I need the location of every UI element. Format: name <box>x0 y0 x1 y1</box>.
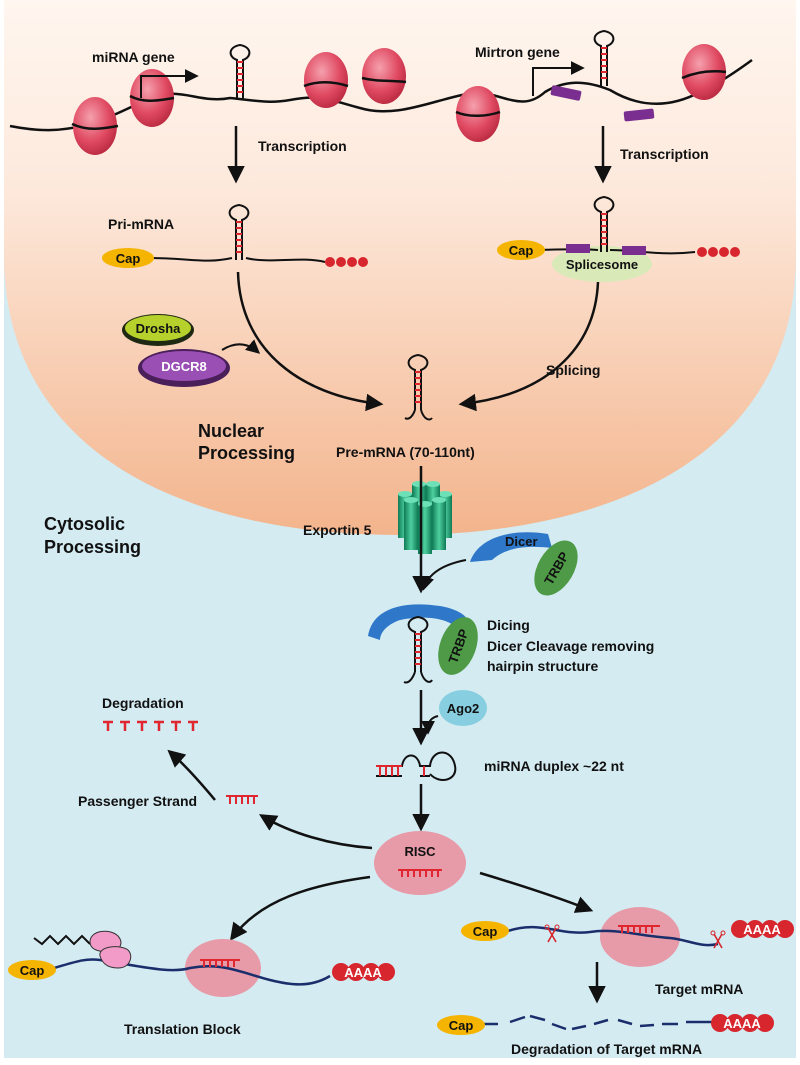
degraded-polya-label: AAAA <box>723 1016 761 1031</box>
dicer-complex <box>368 604 470 640</box>
splicing-label: Splicing <box>546 362 600 378</box>
mirtron-gene-label: Mirtron gene <box>475 44 560 60</box>
risc-label: RISC <box>404 844 436 859</box>
splicesome-label: Splicesome <box>566 257 638 272</box>
cap-label: Cap <box>116 251 141 266</box>
translation-polya-label: AAAA <box>344 965 382 980</box>
pri-mrna-cap: Cap <box>102 248 154 268</box>
target-polya: AAAA <box>731 920 794 938</box>
translation-guide <box>200 959 240 967</box>
target-mrna-label: Target mRNA <box>655 981 743 997</box>
dicing-label-3: hairpin structure <box>487 658 598 674</box>
cleavage-arrow <box>479 871 594 913</box>
nuclear-processing-label-2: Processing <box>198 443 295 463</box>
dgcr8-label: DGCR8 <box>161 359 207 374</box>
risc <box>374 831 466 895</box>
processing-arrow-small <box>221 339 261 354</box>
spliced-exon-left <box>566 244 590 253</box>
mirtron-exon <box>550 85 655 122</box>
translation-cap: Cap <box>8 960 56 980</box>
exportin-5-label: Exportin 5 <box>303 522 372 538</box>
degraded-polya: AAAA <box>711 1014 774 1032</box>
degraded-cap: Cap <box>437 1015 485 1035</box>
transcription-label-right: Transcription <box>620 146 709 162</box>
spliced-exon-right <box>622 246 646 255</box>
pri-mrna-label: Pri-mRNA <box>108 216 174 232</box>
cytosolic-processing-label-2: Processing <box>44 537 141 557</box>
target-polya-label: AAAA <box>743 922 781 937</box>
exportin-5 <box>398 481 452 554</box>
risc-on-target <box>600 907 680 967</box>
dicer <box>470 532 552 562</box>
nucleus-region <box>4 0 796 535</box>
mirtron-polya <box>697 247 740 257</box>
scissors-icon <box>710 930 726 949</box>
tss-arrow-left <box>140 69 199 98</box>
mirna-gene-label: miRNA gene <box>92 49 175 65</box>
drosha-processing-arrow <box>236 271 384 412</box>
drosha: Drosha <box>122 314 194 346</box>
degradation-label: Degradation <box>102 695 184 711</box>
dicer-recruit-arrow <box>420 559 467 591</box>
splicing-arrow <box>458 281 600 412</box>
target-cap: Cap <box>461 921 509 941</box>
svg-text:Cap: Cap <box>509 243 534 258</box>
ago2-label: Ago2 <box>447 701 480 716</box>
transcription-label-left: Transcription <box>258 138 347 154</box>
trbp-complex <box>438 617 478 675</box>
translation-block-arrow <box>229 875 371 941</box>
mirna-duplex <box>376 751 457 781</box>
svg-text:Cap: Cap <box>449 1018 474 1033</box>
svg-text:Cap: Cap <box>473 924 498 939</box>
dna-wrap <box>71 70 727 130</box>
risc-guide-strand <box>398 869 442 877</box>
mirna-duplex-label: miRNA duplex ~22 nt <box>484 758 624 774</box>
pre-mrna-label: Pre-mRNA (70-110nt) <box>336 444 475 460</box>
cytosolic-processing-label-1: Cytosolic <box>44 514 125 534</box>
pri-mrna-strand <box>147 257 326 263</box>
passenger-release-arrow <box>259 814 373 850</box>
degradation-target-label: Degradation of Target mRNA <box>511 1041 702 1057</box>
ribosome <box>89 930 132 969</box>
degraded-fragments <box>103 720 198 731</box>
scissors-icon <box>544 924 560 943</box>
nucleosome <box>73 44 726 155</box>
passenger-strand <box>226 795 258 804</box>
passenger-strand-label: Passenger Strand <box>78 793 197 809</box>
dicer-label: Dicer <box>505 534 538 549</box>
translation-block-label: Translation Block <box>124 1021 241 1037</box>
pri-mrna-polya <box>325 257 368 267</box>
nascent-peptide <box>33 934 91 946</box>
dicing-tails <box>403 671 433 684</box>
trbp <box>534 540 578 596</box>
pre-mrna-tails <box>404 409 433 421</box>
target-guide <box>618 925 660 933</box>
dicing-label-2: Dicer Cleavage removing <box>487 638 654 654</box>
translation-mrna <box>53 958 331 986</box>
dgcr8: DGCR8 <box>138 349 230 387</box>
nuclear-processing-label-1: Nuclear <box>198 421 264 441</box>
dicing-label-1: Dicing <box>487 617 530 633</box>
tss-arrow-right <box>532 61 585 96</box>
degraded-target-mrna <box>475 1014 714 1031</box>
ago2 <box>439 690 487 726</box>
translation-polya: AAAA <box>332 963 395 981</box>
svg-text:Cap: Cap <box>20 963 45 978</box>
degradation-arrow <box>167 749 216 801</box>
mirtron-cap: Cap <box>497 240 545 260</box>
drosha-label: Drosha <box>136 321 182 336</box>
